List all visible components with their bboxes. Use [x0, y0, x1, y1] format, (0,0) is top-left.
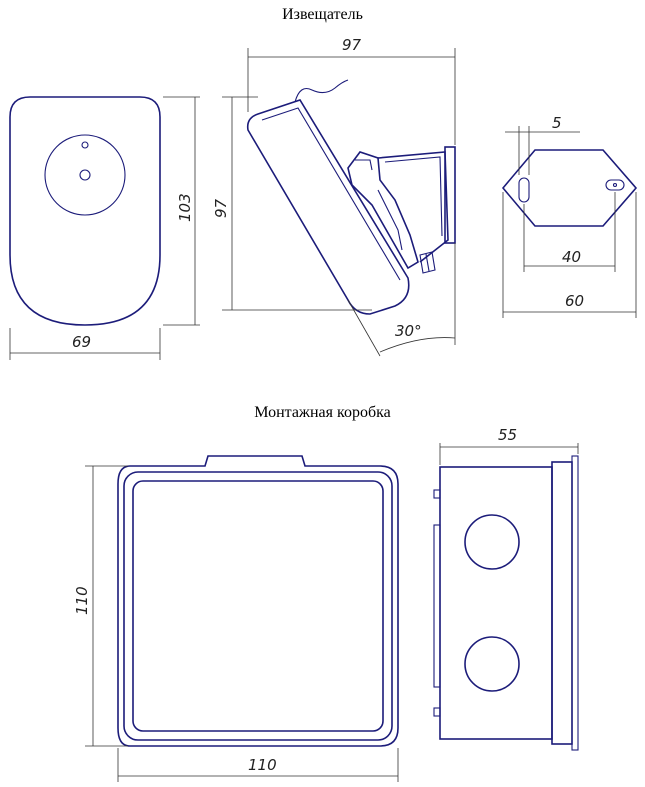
- bracket-spacing-dimension: 40: [523, 192, 616, 272]
- detector-title: Извещатель: [282, 6, 363, 23]
- bracket-width-dimension: 60: [502, 192, 637, 318]
- side-angle-dimension: 30°: [347, 243, 456, 357]
- side-height-label: 97: [212, 198, 230, 218]
- bracket-slot-label: 5: [552, 114, 562, 132]
- detector-side-view: [246, 79, 456, 315]
- box-depth-label: 55: [498, 426, 517, 444]
- box-depth-dimension: 55: [439, 426, 579, 465]
- front-width-dimension: 69: [9, 328, 161, 360]
- side-width-label: 97: [342, 36, 362, 54]
- bracket-spacing-label: 40: [562, 248, 581, 266]
- bracket-plate-view: [501, 149, 638, 227]
- junction-box-side-view: [433, 455, 579, 751]
- detector-front-view: [9, 96, 161, 326]
- front-height-dimension: 103: [163, 96, 200, 326]
- side-width-dimension: 97: [247, 36, 456, 145]
- box-width-dimension: 110: [117, 748, 399, 782]
- box-height-label: 110: [73, 586, 91, 615]
- bracket-width-label: 60: [565, 292, 584, 310]
- side-angle-label: 30°: [395, 322, 422, 340]
- side-height-dimension: 97: [212, 96, 372, 311]
- front-width-label: 69: [72, 333, 91, 351]
- junction-box-front-view: [117, 455, 399, 747]
- front-height-label: 103: [176, 193, 194, 222]
- box-height-dimension: 110: [73, 465, 128, 747]
- junction-box-title: Монтажная коробка: [254, 404, 391, 421]
- box-width-label: 110: [248, 756, 277, 774]
- bracket-slot-dimension: 5: [505, 114, 580, 175]
